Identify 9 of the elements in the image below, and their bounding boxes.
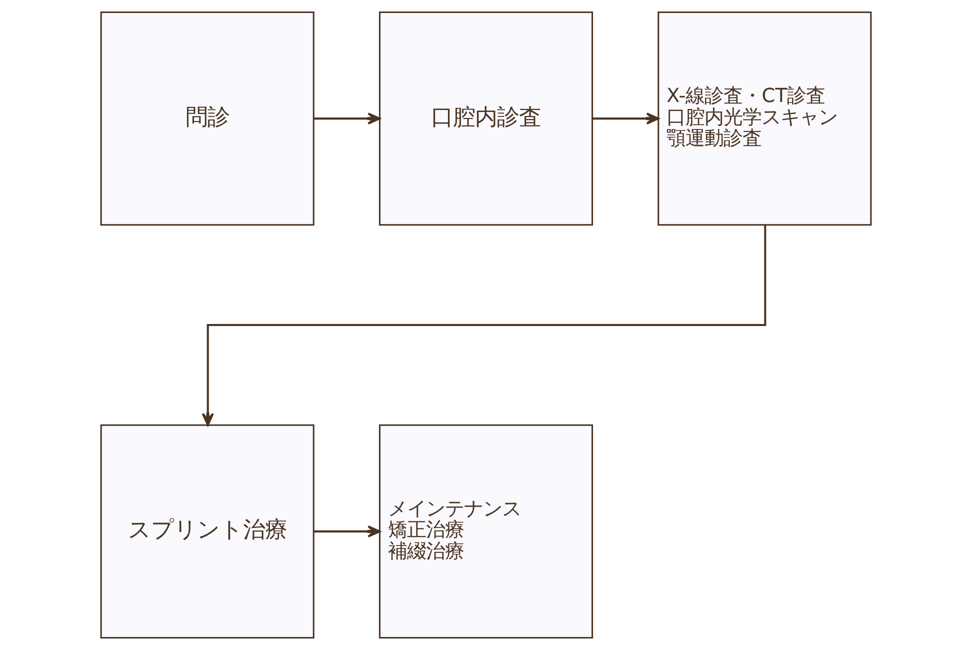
node-box: スプリント治療 xyxy=(100,424,314,638)
arrow xyxy=(313,112,380,125)
arrow xyxy=(201,225,766,426)
node-box: メインテナンス 矯正治療 補綴治療 xyxy=(378,424,593,638)
arrow xyxy=(313,525,380,538)
arrow xyxy=(592,112,659,125)
node-box: X-線診査・CT診査 口腔内光学スキャン 顎運動診査 xyxy=(657,12,872,226)
node-box: 問診 xyxy=(100,12,314,226)
node-box: 口腔内診査 xyxy=(378,12,593,226)
